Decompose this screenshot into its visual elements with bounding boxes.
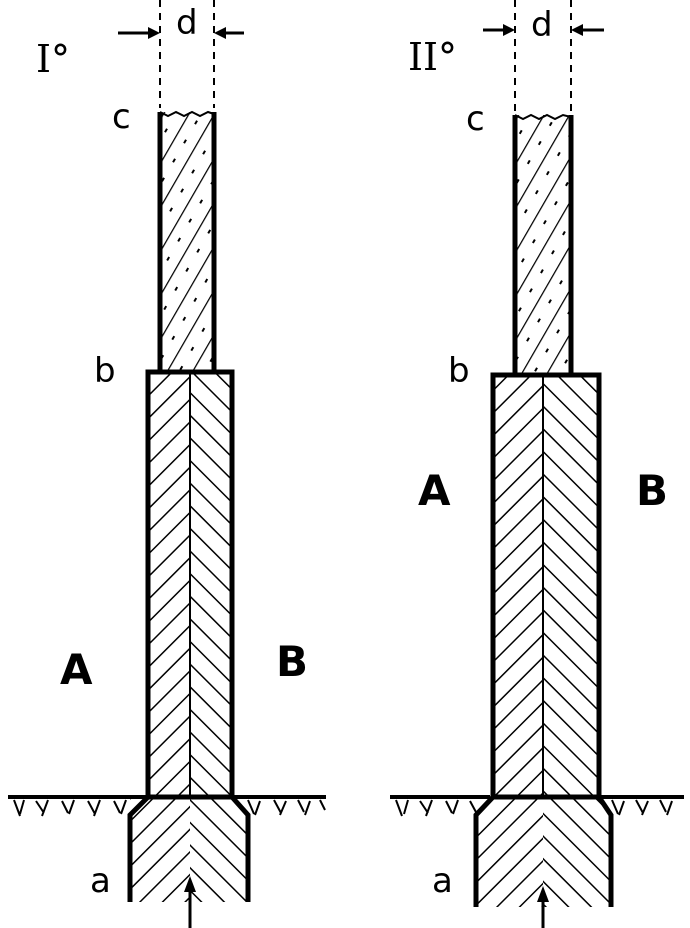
- level-label-a-2: a: [432, 861, 453, 901]
- panel-2: II° d c b a A B: [390, 0, 684, 928]
- width-dimension-1: [118, 0, 244, 108]
- width-dimension-2: [483, 0, 604, 111]
- ground-line-2: [390, 795, 684, 817]
- side-label-left-2: A: [418, 466, 451, 515]
- level-label-b-2: b: [448, 351, 470, 391]
- axis-arrow-2: [537, 886, 549, 928]
- panel-1: I° d c b a A B: [8, 0, 326, 928]
- buried-segment-2: [473, 795, 614, 907]
- width-label-1: d: [176, 3, 198, 43]
- level-label-c-1: c: [112, 97, 131, 137]
- side-label-left-1: A: [60, 645, 93, 694]
- level-label-c-2: c: [466, 99, 485, 139]
- buried-segment-1: [127, 795, 251, 902]
- panel-label-1: I°: [36, 37, 70, 81]
- side-label-right-2: B: [636, 466, 668, 515]
- upper-segment-1: [157, 110, 217, 372]
- width-label-2: d: [531, 5, 553, 45]
- panel-label-2: II°: [408, 35, 457, 79]
- lower-segment-2: [490, 372, 602, 800]
- lower-segment-1: [145, 369, 235, 800]
- axis-arrow-1: [184, 876, 196, 928]
- level-label-b-1: b: [94, 351, 116, 391]
- side-label-right-1: B: [276, 637, 308, 686]
- level-label-a-1: a: [90, 861, 111, 901]
- upper-segment-2: [512, 113, 574, 375]
